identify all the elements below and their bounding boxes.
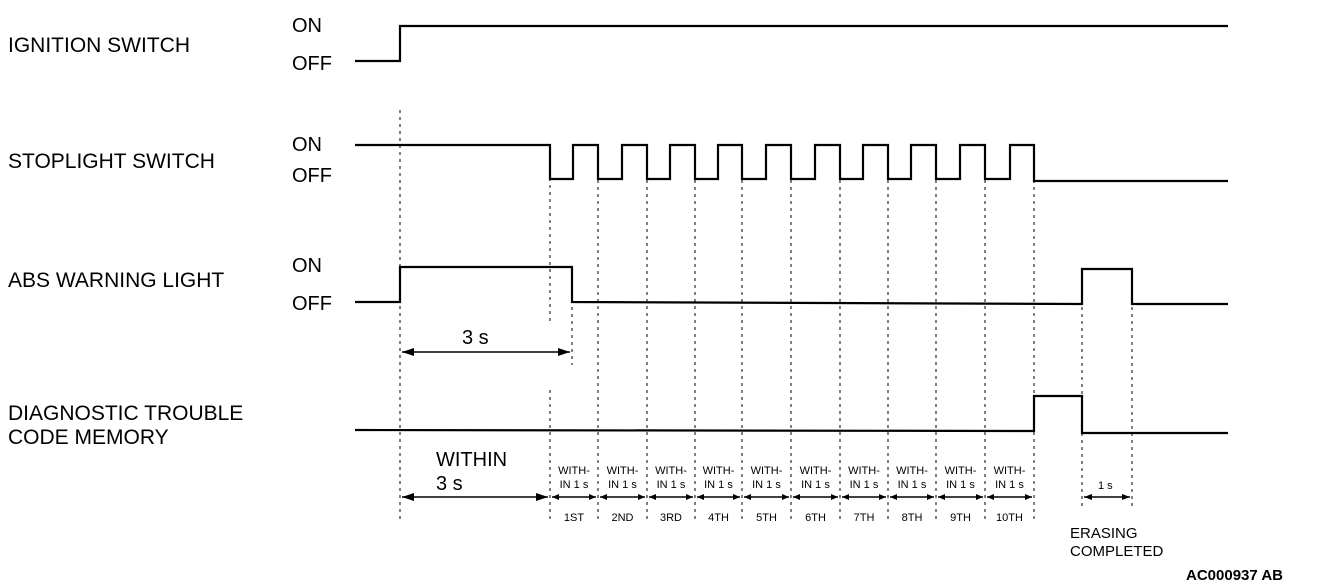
one-s-arrow-left-head — [1084, 494, 1092, 500]
erasing-label-line2: COMPLETED — [1070, 543, 1164, 560]
guide-lines — [399, 110, 1133, 520]
ordinal-label: 5TH — [756, 512, 777, 524]
stoplight-switch-label: STOPLIGHT SWITCH — [8, 150, 215, 173]
abs-off-label: OFF — [292, 293, 332, 315]
within-one-s-arrow-left-head — [600, 494, 607, 500]
ordinal-label: 7TH — [854, 512, 875, 524]
within-one-second-interval: WITH- IN 1 s — [842, 465, 886, 500]
within-short-label-line1: WITH- — [558, 465, 590, 477]
within-one-s-arrow-right-head — [638, 494, 645, 500]
one-s-label: 1 s — [1098, 480, 1113, 492]
within-label-line1: WITHIN — [436, 449, 507, 471]
within-one-s-arrow-right-head — [976, 494, 983, 500]
three-s-label: 3 s — [462, 327, 489, 349]
within-one-second-interval: WITH- IN 1 s — [987, 465, 1032, 500]
abs-warning-light-waveform — [355, 265, 1228, 306]
within-one-s-arrow-right-head — [686, 494, 693, 500]
ordinal-label: 3RD — [660, 512, 682, 524]
dtc-memory-label-line2: CODE MEMORY — [8, 426, 169, 449]
within-short-label-line2: IN 1 s — [704, 479, 733, 491]
within-one-s-arrow-left-head — [744, 494, 751, 500]
within-short-label-line2: IN 1 s — [657, 479, 686, 491]
within-one-second-interval: WITH- IN 1 s — [744, 465, 789, 500]
figure-id: AC000937 AB — [1186, 567, 1283, 584]
within-one-second-interval: WITH- IN 1 s — [552, 465, 596, 500]
within-short-label-line2: IN 1 s — [946, 479, 975, 491]
three-s-arrow-right-head — [558, 348, 570, 356]
stoplight-on-label: ON — [292, 134, 322, 156]
stoplight-switch-waveform — [355, 143, 1228, 183]
one-s-arrow-right-head — [1122, 494, 1130, 500]
within-three-seconds-dimension: WITHIN 3 s — [402, 449, 548, 501]
dtc-memory-label-line1: DIAGNOSTIC TROUBLE — [8, 402, 243, 425]
within-short-label-line2: IN 1 s — [898, 479, 927, 491]
within-short-label-line1: WITH- — [848, 465, 880, 477]
within-one-s-arrow-right-head — [733, 494, 740, 500]
within-one-second-interval: WITH- IN 1 s — [600, 465, 645, 500]
within-short-label-line1: WITH- — [751, 465, 783, 477]
within-short-label-line2: IN 1 s — [995, 479, 1024, 491]
within-short-label-line1: WITH- — [994, 465, 1026, 477]
within-short-label-line1: WITH- — [703, 465, 735, 477]
stoplight-off-label: OFF — [292, 165, 332, 187]
ordinal-label: 8TH — [902, 512, 923, 524]
ordinal-label: 1ST — [564, 512, 584, 524]
one-second-dimension: 1 s — [1084, 480, 1130, 500]
within-one-second-interval: WITH- IN 1 s — [697, 465, 740, 500]
within-one-s-arrow-right-head — [782, 494, 789, 500]
within-short-label-line2: IN 1 s — [752, 479, 781, 491]
within-short-label-line2: IN 1 s — [850, 479, 879, 491]
within-short-label-line2: IN 1 s — [608, 479, 637, 491]
ignition-off-label: OFF — [292, 53, 332, 75]
abs-warning-light-label: ABS WARNING LIGHT — [8, 269, 224, 292]
within-one-s-arrow-left-head — [987, 494, 994, 500]
within-one-s-arrow-left-head — [649, 494, 656, 500]
within-label-line2: 3 s — [436, 473, 463, 495]
dtc-memory-waveform — [354, 394, 1228, 435]
within-one-second-interval: WITH- IN 1 s — [938, 465, 983, 500]
erasing-label-line1: ERASING — [1070, 525, 1138, 542]
within-one-s-arrow-left-head — [697, 494, 704, 500]
within-short-label-line2: IN 1 s — [801, 479, 830, 491]
within-short-label-line2: IN 1 s — [560, 479, 589, 491]
within-one-s-arrow-right-head — [589, 494, 596, 500]
within-three-s-arrow-left-head — [402, 493, 414, 501]
within-one-second-intervals: WITH- IN 1 s WITH- IN 1 s WITH- IN 1 s WITH- IN… — [552, 465, 1032, 500]
within-one-second-interval: WITH- IN 1 s — [890, 465, 934, 500]
within-one-s-arrow-right-head — [927, 494, 934, 500]
ordinal-label: 6TH — [805, 512, 826, 524]
within-short-label-line1: WITH- — [607, 465, 639, 477]
within-one-s-arrow-left-head — [890, 494, 897, 500]
within-short-label-line1: WITH- — [896, 465, 928, 477]
ignition-on-label: ON — [292, 15, 322, 37]
within-short-label-line1: WITH- — [655, 465, 687, 477]
three-seconds-dimension: 3 s — [402, 327, 570, 356]
ignition-switch-label: IGNITION SWITCH — [8, 34, 190, 57]
within-one-second-interval: WITH- IN 1 s — [649, 465, 693, 500]
ordinal-labels: 1ST 2ND 3RD 4TH 5TH 6TH 7TH 8TH 9TH 10TH — [564, 512, 1023, 524]
abs-on-label: ON — [292, 255, 322, 277]
within-short-label-line1: WITH- — [945, 465, 977, 477]
within-one-s-arrow-right-head — [1025, 494, 1032, 500]
within-three-s-arrow-right-head — [536, 493, 548, 501]
within-one-s-arrow-left-head — [938, 494, 945, 500]
three-s-arrow-left-head — [402, 348, 414, 356]
within-one-s-arrow-right-head — [831, 494, 838, 500]
ordinal-label: 10TH — [996, 512, 1023, 524]
within-one-second-interval: WITH- IN 1 s — [793, 465, 838, 500]
within-one-s-arrow-right-head — [879, 494, 886, 500]
ignition-switch-waveform — [355, 24, 1228, 63]
ordinal-label: 9TH — [950, 512, 971, 524]
within-short-label-line1: WITH- — [800, 465, 832, 477]
within-one-s-arrow-left-head — [552, 494, 559, 500]
within-one-s-arrow-left-head — [842, 494, 849, 500]
ordinal-label: 2ND — [611, 512, 633, 524]
within-one-s-arrow-left-head — [793, 494, 800, 500]
ordinal-label: 4TH — [708, 512, 729, 524]
